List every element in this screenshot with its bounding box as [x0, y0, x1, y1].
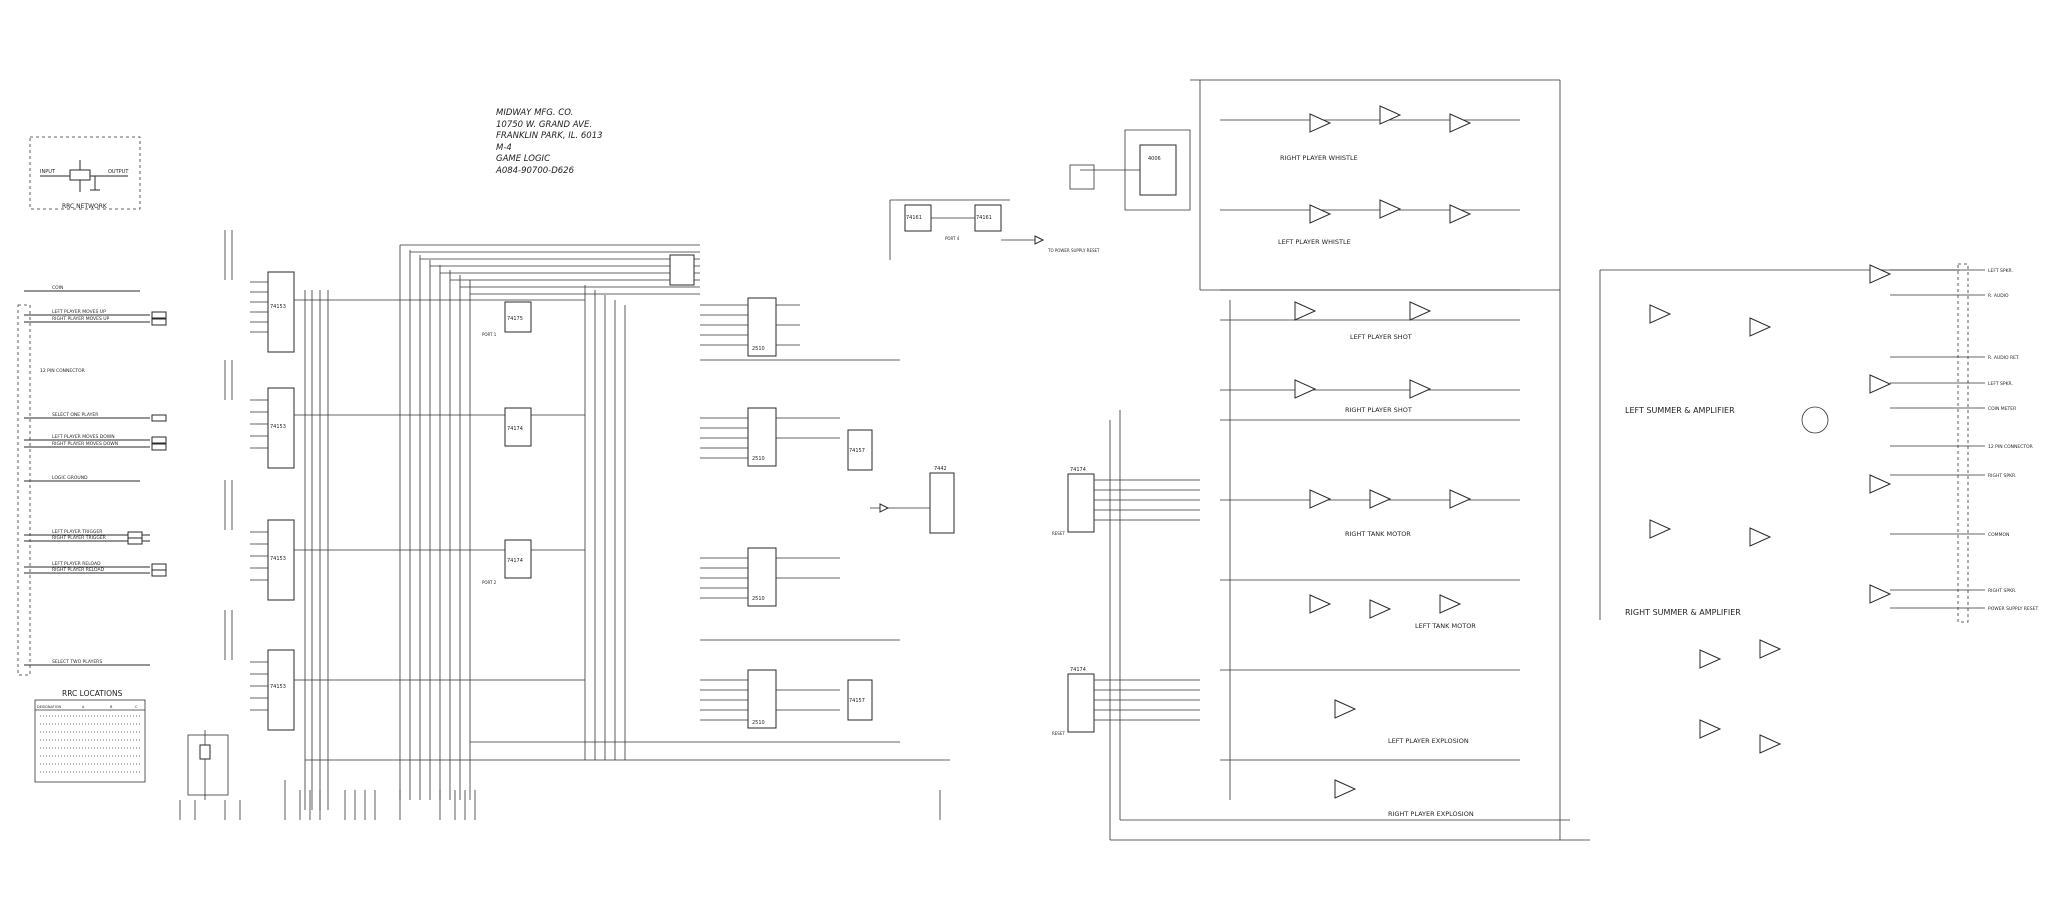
rrc-locations-table: RRC LOCATIONS DESIGNATION A B C — [34, 689, 146, 783]
rrc-output-label: OUTPUT — [108, 169, 129, 175]
mux-4-label: 74153 — [270, 684, 286, 690]
rrc-col-b: B — [110, 705, 113, 709]
decoder-label: 7442 — [934, 466, 947, 472]
sound-labels: RIGHT PLAYER WHISTLE LEFT PLAYER WHISTLE… — [1278, 154, 1741, 818]
output-power-reset: POWER SUPPLY RESET — [1988, 606, 2038, 612]
drawing-number: A084-90700-D626 — [496, 165, 574, 176]
ram-1-label: 2510 — [752, 346, 765, 352]
timer-chip: 4006 — [1069, 129, 1191, 211]
output-common: COMMON — [1988, 532, 2009, 538]
rrc-network-label: RRC NETWORK — [62, 203, 108, 210]
label-left-tank-motor: LEFT TANK MOTOR — [1415, 622, 1476, 630]
output-left-spkr-1: LEFT SPKR. — [1988, 268, 2013, 274]
label-right-summer: RIGHT SUMMER & AMPLIFIER — [1625, 608, 1741, 617]
output-coin-meter: COIN METER — [1988, 406, 2016, 412]
power-reset-link: TO POWER SUPPLY RESET — [1047, 248, 1100, 253]
latch-3-label: 74174 — [507, 558, 523, 564]
output-right-spkr-1: RIGHT SPKR. — [1988, 473, 2016, 479]
label-left-summer: LEFT SUMMER & AMPLIFIER — [1625, 406, 1735, 415]
input-right-reload: RIGHT PLAYER RELOAD — [52, 567, 105, 573]
input-coin: COIN — [52, 285, 63, 291]
input-left-reload: LEFT PLAYER RELOAD — [52, 561, 101, 567]
latch-chips: 74175 74174 74174 PORT 1 PORT 2 — [482, 301, 532, 585]
sound-circuits — [1190, 79, 1960, 840]
counter-2-label: 74161 — [976, 215, 992, 221]
input-right-up: RIGHT PLAYER MOVES UP — [52, 316, 110, 322]
rrc-input-label: INPUT — [40, 169, 56, 175]
company-name: MIDWAY MFG. CO. — [496, 108, 574, 118]
label-left-whistle: LEFT PLAYER WHISTLE — [1278, 238, 1351, 246]
latch-1-label: 74175 — [507, 316, 523, 322]
mux-chips: 74153 74153 74153 74153 — [224, 230, 295, 731]
port-2-label: PORT 2 — [482, 580, 497, 585]
reset-label-2: RESET — [1052, 731, 1065, 736]
label-right-tank-motor: RIGHT TANK MOTOR — [1345, 530, 1411, 538]
timer-label: 4006 — [1148, 156, 1161, 162]
label-left-explosion: LEFT PLAYER EXPLOSION — [1388, 737, 1469, 745]
counter-chips: 74161 74161 PORT 4 TO POWER SUPPLY RESET — [889, 199, 1100, 260]
connector-label: 12 PIN CONNECTOR — [40, 368, 85, 374]
output-r-audio-ret: R. AUDIO RET. — [1988, 355, 2020, 361]
selector-chips: 74157 74157 — [847, 429, 873, 721]
input-left-up: LEFT PLAYER MOVES UP — [52, 309, 106, 315]
rrc-col-c: C — [135, 705, 138, 709]
input-signals: COIN LEFT PLAYER MOVES UP RIGHT PLAYER M… — [24, 285, 167, 666]
company-city: FRANKLIN PARK, IL. 6013 — [496, 131, 603, 141]
clock-section — [179, 730, 941, 820]
company-street: 10750 W. GRAND AVE. — [496, 119, 593, 130]
port-4-label: PORT 4 — [945, 236, 960, 241]
label-right-shot: RIGHT PLAYER SHOT — [1345, 406, 1412, 414]
input-right-trigger: RIGHT PLAYER TRIGGER — [52, 535, 106, 541]
op-amps — [1294, 105, 1892, 799]
model-number: M-4 — [496, 142, 512, 153]
logic-bus — [294, 244, 950, 810]
label-right-whistle: RIGHT PLAYER WHISTLE — [1280, 154, 1358, 162]
label-right-explosion: RIGHT PLAYER EXPLOSION — [1388, 810, 1474, 818]
sel-1-label: 74157 — [849, 448, 865, 454]
port-latch-chips: 74174 74174 RESET RESET — [1052, 410, 1590, 841]
output-connector: LEFT SPKR. R. AUDIO R. AUDIO RET. LEFT S… — [1890, 263, 2038, 623]
mux-1-label: 74153 — [270, 304, 286, 310]
reset-label-1: RESET — [1052, 531, 1065, 536]
ram-4-label: 2510 — [752, 720, 765, 726]
output-r-audio: R. AUDIO — [1988, 293, 2009, 299]
rrc-col-a: A — [82, 705, 85, 709]
sel-2-label: 74157 — [849, 698, 865, 704]
input-connector: 12 PIN CONNECTOR — [17, 304, 85, 676]
rrc-network-detail: INPUT OUTPUT RRC NETWORK — [29, 136, 141, 210]
sheet-title: GAME LOGIC — [496, 154, 551, 164]
title-block: MIDWAY MFG. CO. 10750 W. GRAND AVE. FRAN… — [496, 108, 603, 177]
output-12-pin: 12 PIN CONNECTOR — [1988, 444, 2033, 450]
output-left-spkr-2: LEFT SPKR. — [1988, 381, 2013, 387]
decoder-chip: 7442 — [870, 466, 955, 534]
ram-3-label: 2510 — [752, 596, 765, 602]
mux-3-label: 74153 — [270, 556, 286, 562]
output-right-spkr-2: RIGHT SPKR. — [1988, 588, 2016, 594]
input-select-one: SELECT ONE PLAYER — [52, 412, 98, 418]
port-1-label: PORT 1 — [482, 332, 497, 337]
input-left-down: LEFT PLAYER MOVES DOWN — [52, 434, 115, 440]
input-logic-ground: LOGIC GROUND — [52, 475, 88, 481]
ram-2-label: 2510 — [752, 456, 765, 462]
rrc-locations-title: RRC LOCATIONS — [62, 689, 123, 698]
input-right-down: RIGHT PLAYER MOVES DOWN — [52, 441, 118, 447]
input-select-two: SELECT TWO PLAYERS — [52, 659, 102, 665]
counter-1-label: 74161 — [906, 215, 922, 221]
label-left-shot: LEFT PLAYER SHOT — [1350, 333, 1412, 341]
input-left-trigger: LEFT PLAYER TRIGGER — [52, 529, 102, 535]
port-latch-1-label: 74174 — [1070, 467, 1086, 473]
mux-2-label: 74153 — [270, 424, 286, 430]
rrc-col-designation: DESIGNATION — [37, 705, 62, 709]
ram-chips: 2510 2510 2510 2510 — [669, 254, 840, 729]
port-latch-2-label: 74174 — [1070, 667, 1086, 673]
latch-2-label: 74174 — [507, 426, 523, 432]
